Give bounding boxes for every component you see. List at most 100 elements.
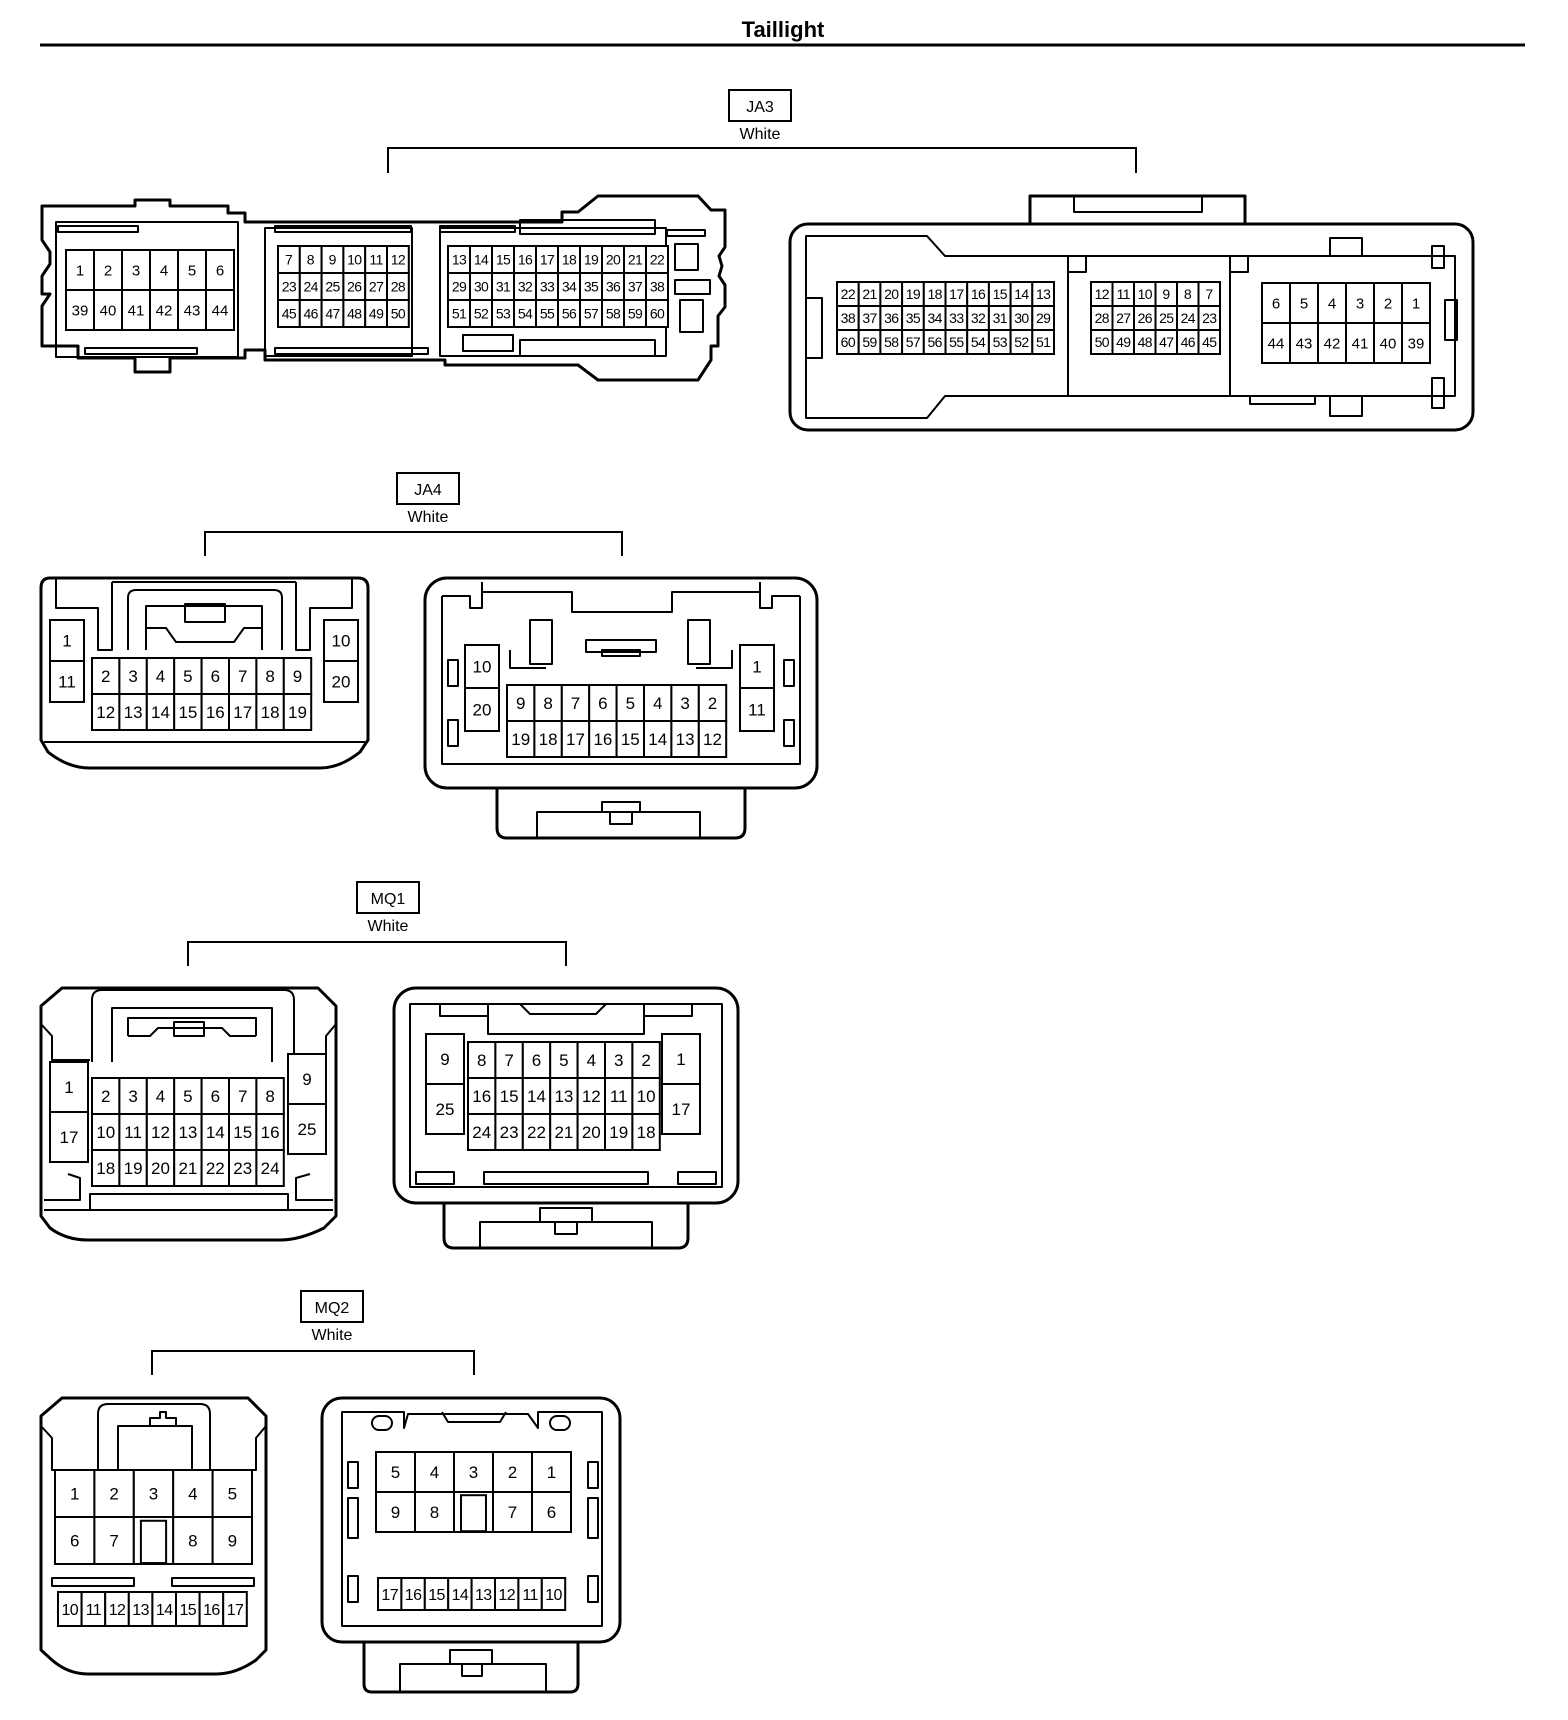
mq1-pin-number: 6 [532, 1051, 541, 1070]
ja3-pin-number: 57 [906, 334, 921, 350]
mq1-pin-cell [228, 1077, 258, 1115]
ja4-pin-cell [91, 657, 121, 695]
ja4-pin-cell [464, 687, 500, 732]
mq1-pin-number: 11 [124, 1123, 142, 1142]
mq2-pin-cell [93, 1516, 135, 1565]
ja4-pin-cell [506, 720, 536, 758]
ja4-pin-number: 7 [571, 694, 580, 713]
ja3-pin-number: 27 [1116, 310, 1131, 326]
ja4-pin-number: 20 [473, 701, 492, 720]
mq1-pin-cell [631, 1077, 661, 1115]
ja3-pin-number: 32 [971, 310, 986, 326]
mq2-pin-number: 7 [508, 1503, 517, 1522]
mq1-pin-number: 10 [637, 1087, 656, 1106]
mq1-pin-cell [287, 1103, 327, 1155]
ja3-pin-number: 19 [906, 286, 921, 302]
mq2-pin-number: 12 [498, 1587, 515, 1604]
ja3-pin-number: 18 [562, 252, 577, 268]
mq1-pin-number: 14 [206, 1123, 225, 1142]
ja4-pin-number: 9 [293, 667, 302, 686]
mq1-pin-number: 13 [178, 1123, 197, 1142]
mq2-pin-number: 8 [188, 1532, 197, 1551]
mq2-pin-number: 4 [430, 1463, 439, 1482]
ja3-pin-number: 21 [862, 286, 877, 302]
ja3-pin-number: 23 [282, 279, 297, 295]
ja4-pin-number: 14 [151, 703, 170, 722]
mq1-pin-number: 7 [504, 1051, 513, 1070]
ja3-pin-number: 27 [369, 279, 384, 295]
ja3-pin-number: 57 [584, 306, 599, 322]
ja3-pin-number: 40 [1380, 335, 1397, 352]
ja3-pin-number: 11 [369, 252, 383, 268]
mq2-pin-cell [211, 1516, 254, 1565]
ja4-pin-number: 19 [511, 730, 530, 749]
ja4-pin-number: 6 [211, 667, 220, 686]
mq1-pin-number: 3 [128, 1087, 137, 1106]
mq1-pin-number: 17 [60, 1128, 79, 1147]
mq2-pin-number: 8 [430, 1503, 439, 1522]
ja3-pin-number: 39 [72, 302, 89, 319]
ja3-pin-number: 12 [1095, 286, 1110, 302]
connector-mq2-view-2-housing [320, 1396, 622, 1694]
mq2-pin-number: 9 [228, 1532, 237, 1551]
mq1-pin-cell [521, 1041, 552, 1079]
ja3-pin-number: 59 [862, 334, 877, 350]
connector-ja3-id: JA3 [746, 99, 774, 116]
ja3-pin-number: 52 [1014, 334, 1029, 350]
mq1-pin-number: 19 [124, 1159, 143, 1178]
ja3-pin-cell [645, 299, 669, 328]
mq2-pin-cell [414, 1451, 455, 1493]
page-title: Taillight [742, 17, 825, 42]
ja3-pin-number: 5 [1300, 295, 1308, 312]
ja4-pin-cell [506, 684, 536, 722]
ja4-pin-number: 17 [566, 730, 585, 749]
ja4-pin-number: 5 [183, 667, 192, 686]
mq2-pin-number: 1 [70, 1485, 79, 1504]
connector-mq1-view-2-housing [392, 986, 740, 1250]
ja3-pin-number: 24 [1181, 310, 1196, 326]
ja3-pin-number: 18 [927, 286, 942, 302]
ja3-pin-number: 28 [391, 279, 406, 295]
ja3-pin-number: 3 [1356, 295, 1364, 312]
ja3-pin-number: 1 [1412, 295, 1420, 312]
ja3-pin-cell [1373, 282, 1403, 324]
ja3-pin-number: 10 [1138, 286, 1153, 302]
ja4-pin-cell [145, 657, 176, 695]
ja4-pin-number: 12 [703, 730, 722, 749]
mq1-pin-cell [91, 1077, 121, 1115]
mq1-pin-cell [549, 1077, 579, 1115]
ja4-pin-number: 8 [543, 694, 552, 713]
ja3-pin-number: 46 [1181, 334, 1196, 350]
ja3-pin-number: 43 [184, 302, 201, 319]
mq1-pin-number: 16 [261, 1123, 280, 1142]
mq1-pin-number: 15 [500, 1087, 519, 1106]
ja4-pin-number: 8 [265, 667, 274, 686]
mq1-pin-cell [467, 1041, 497, 1079]
ja4-pin-number: 15 [178, 703, 197, 722]
mq1-pin-number: 11 [610, 1087, 628, 1106]
ja3-pin-number: 22 [841, 286, 856, 302]
mq2-pin-number: 17 [381, 1587, 398, 1604]
mq1-pin-cell [255, 1149, 285, 1187]
mq2-pin-number: 15 [428, 1587, 445, 1604]
ja3-pin-number: 33 [540, 279, 555, 295]
mq1-pin-number: 20 [151, 1159, 170, 1178]
ja3-pin-number: 31 [496, 279, 511, 295]
mq1-pin-number: 1 [64, 1078, 73, 1097]
ja3-pin-number: 40 [100, 302, 117, 319]
ja3-pin-number: 60 [841, 334, 856, 350]
ja3-pin-number: 32 [518, 279, 533, 295]
ja3-pin-number: 35 [906, 310, 921, 326]
ja3-pin-number: 13 [1036, 286, 1051, 302]
ja3-pin-number: 7 [285, 252, 293, 268]
mq1-pin-number: 9 [302, 1070, 311, 1089]
ja4-pin-cell [173, 693, 203, 731]
mq1-pin-number: 23 [500, 1123, 519, 1142]
mq2-pin-cell [54, 1469, 96, 1518]
mq2-pin-number: 14 [452, 1587, 469, 1604]
ja3-pin-number: 47 [1159, 334, 1174, 350]
ja3-pin-number: 51 [1036, 334, 1051, 350]
mq2-pin-number: 14 [156, 1602, 173, 1619]
